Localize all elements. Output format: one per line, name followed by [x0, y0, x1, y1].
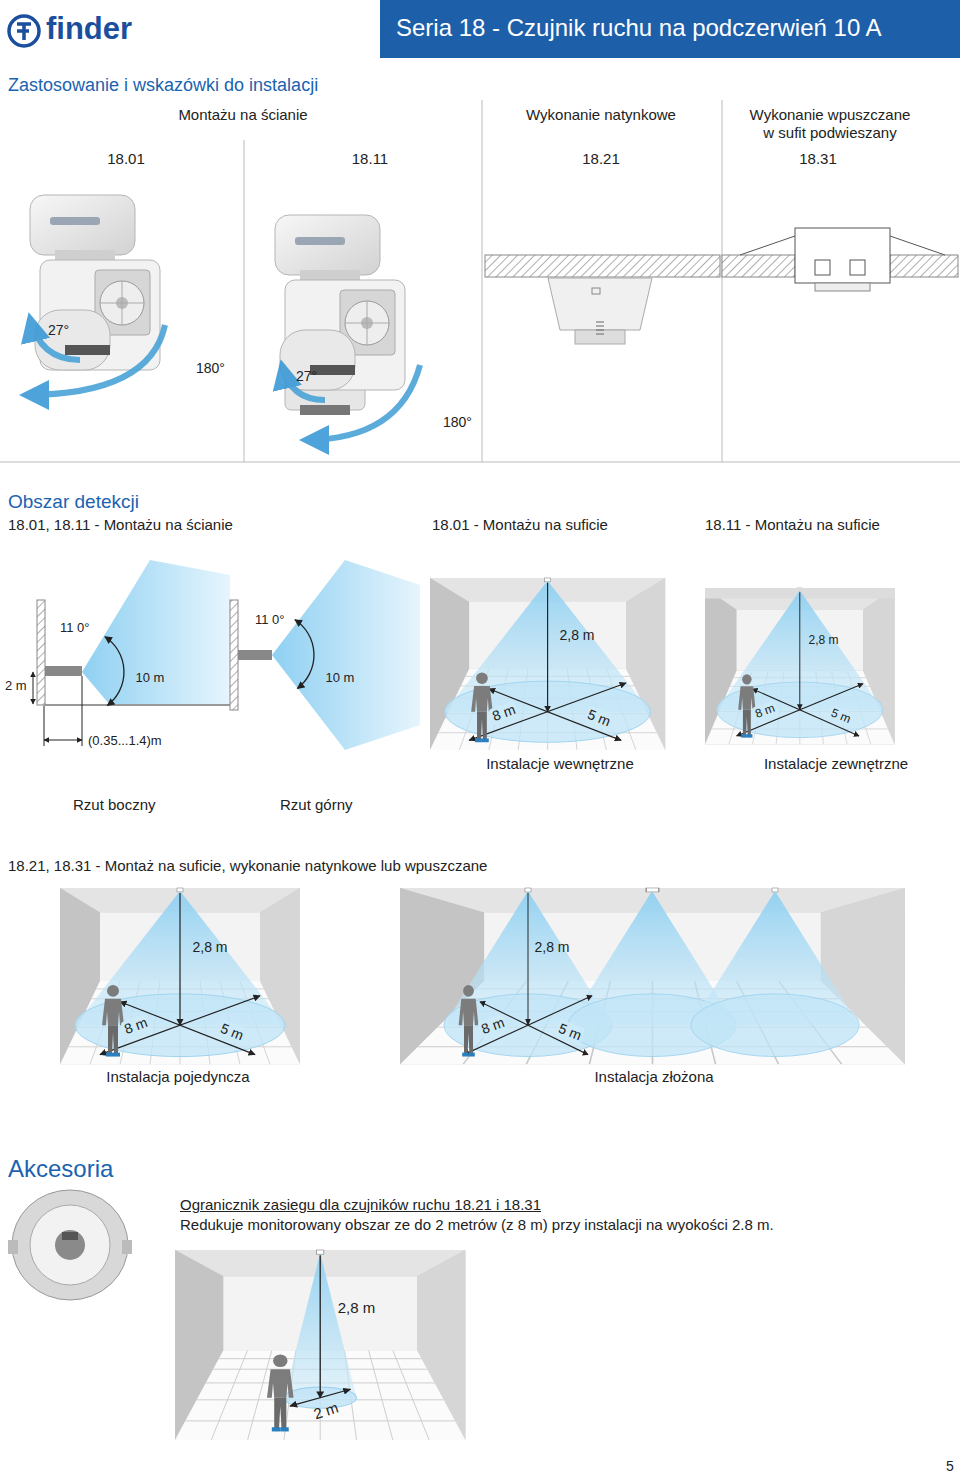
caption-text: Instalacje wewnętrzne: [450, 755, 670, 773]
dimension-label: 2,8 m: [338, 1299, 376, 1317]
subheading: 18.21, 18.31 - Montaż na suficie, wykona…: [8, 857, 487, 875]
dimension-label: 2 m: [5, 678, 27, 694]
dimension-label: 10 m: [326, 670, 355, 686]
accessory-title: Ogranicznik zasiegu dla czujników ruchu …: [180, 1196, 541, 1214]
dimension-label: 10 m: [136, 670, 165, 686]
dimension-label: 5 m: [216, 1019, 248, 1045]
dimension-label: 8 m: [477, 1014, 508, 1039]
dimension-label: 8 m: [489, 700, 520, 725]
dimension-label: 2,8 m: [534, 938, 569, 955]
caption-text: Instalacja pojedyncza: [68, 1068, 288, 1086]
accessory-description: Redukuje monitorowany obszar ze do 2 met…: [180, 1216, 774, 1234]
caption-text: Rzut boczny: [73, 796, 156, 814]
model-number: 18.21: [561, 150, 641, 168]
page-title: Seria 18 - Czujnik ruchu na podczerwień …: [396, 14, 882, 43]
subheading: 18.01 - Montażu na suficie: [432, 516, 608, 534]
dimension-label: 2,8 m: [559, 627, 594, 644]
dimension-label: 5 m: [827, 705, 855, 727]
dimension-label: 2,8 m: [808, 633, 838, 647]
section-heading: Obszar detekcji: [8, 491, 139, 514]
caption-text: Instalacje zewnętrzne: [726, 755, 946, 773]
model-number: 18.31: [778, 150, 858, 168]
angle-label: 180°: [443, 414, 472, 431]
dimension-label: (0.35...1.4)m: [88, 733, 162, 749]
model-number: 18.01: [86, 150, 166, 168]
angle-label: 11 0°: [255, 612, 285, 628]
dimension-label: 5 m: [583, 705, 615, 731]
column-header: Montażu na ścianie: [133, 106, 353, 124]
angle-label: 27°: [48, 322, 69, 339]
dimension-label: 2 m: [312, 1399, 341, 1424]
subheading: 18.01, 18.11 - Montażu na ścianie: [8, 516, 233, 534]
column-header: Wykonanie wpuszczane w sufit podwieszany: [745, 106, 915, 142]
angle-label: 11 0°: [60, 620, 90, 636]
dimension-label: 8 m: [751, 700, 778, 722]
logo-text: finder: [46, 10, 132, 47]
model-number: 18.11: [330, 150, 410, 168]
section-heading: Akcesoria: [8, 1155, 113, 1184]
subheading: 18.11 - Montażu na suficie: [705, 516, 880, 534]
dimension-label: 5 m: [554, 1019, 586, 1045]
section-heading: Zastosowanie i wskazówki do instalacji: [8, 75, 318, 97]
caption-text: Instalacja złożona: [544, 1068, 764, 1086]
dimension-label: 2,8 m: [192, 938, 227, 955]
dimension-label: 8 m: [120, 1014, 151, 1039]
page-number: 5: [946, 1458, 954, 1475]
angle-label: 27°: [296, 368, 317, 385]
column-header: Wykonanie natynkowe: [491, 106, 711, 124]
angle-label: 180°: [196, 360, 225, 377]
caption-text: Rzut górny: [280, 796, 353, 814]
